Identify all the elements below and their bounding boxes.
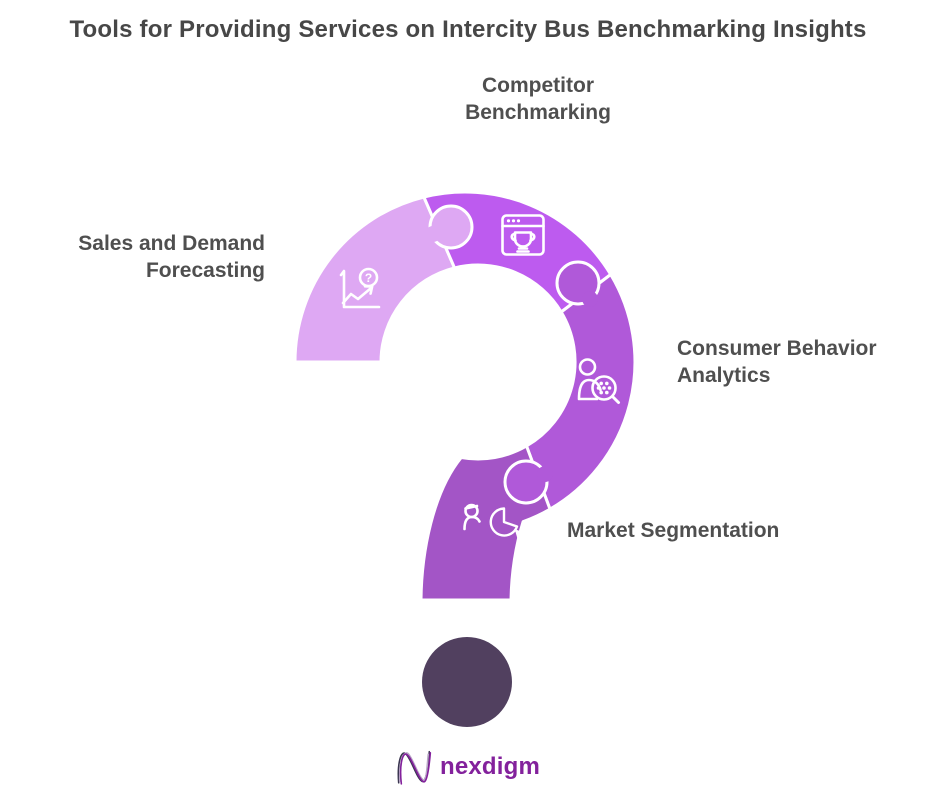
page-title: Tools for Providing Services on Intercit… (69, 16, 867, 43)
label-sales-and-demand-forecasting: Sales and Demand Forecasting (78, 232, 265, 282)
puzzle-knob-bottom (503, 459, 553, 505)
browser-trophy-icon (501, 214, 545, 256)
question-mark-dot (422, 637, 512, 727)
person-magnifier-icon (577, 358, 620, 404)
chart-question-icon: ? (339, 267, 381, 309)
label-market-segmentation: Market Segmentation (567, 519, 780, 542)
person-pie-icon (463, 503, 529, 545)
nexdigm-logo-text: nexdigm (439, 753, 541, 780)
question-glyph: ? (365, 271, 372, 285)
label-consumer-behavior-analytics: Consumer Behavior Analytics (677, 337, 877, 387)
nexdigm-logo-mark (397, 750, 432, 785)
label-competitor-benchmarking: Competitor Benchmarking (465, 74, 611, 124)
puzzle-knob-top (425, 204, 474, 250)
puzzle-knob-right (555, 260, 601, 307)
nexdigm-logo: nexdigm (0, 748, 936, 786)
puzzle-piece-sales-forecasting (293, 195, 456, 364)
